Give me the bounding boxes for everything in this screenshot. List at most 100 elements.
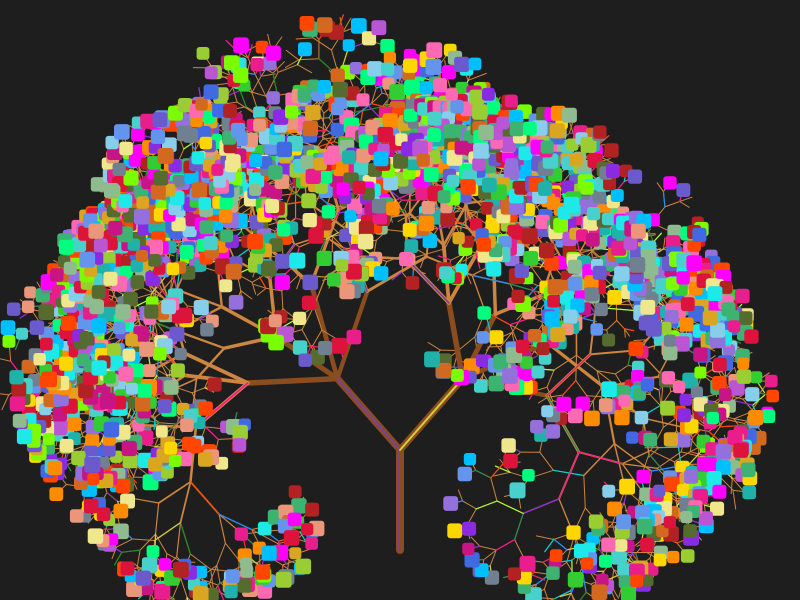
branch bbox=[277, 64, 298, 73]
branch bbox=[624, 328, 626, 338]
branch bbox=[546, 369, 555, 388]
branch bbox=[189, 553, 212, 570]
branch bbox=[462, 211, 478, 224]
branch bbox=[136, 549, 141, 569]
branch bbox=[179, 480, 192, 524]
branch bbox=[205, 426, 224, 430]
branch bbox=[191, 387, 206, 394]
branch bbox=[575, 379, 588, 397]
branch bbox=[679, 201, 690, 208]
branch bbox=[131, 538, 156, 541]
branch bbox=[166, 597, 174, 600]
branch bbox=[296, 277, 301, 290]
branch bbox=[606, 320, 618, 331]
branch bbox=[370, 87, 377, 105]
branch bbox=[139, 533, 156, 551]
branch bbox=[301, 329, 312, 347]
branch bbox=[251, 274, 265, 283]
branch bbox=[0, 358, 12, 362]
branch bbox=[245, 375, 341, 386]
branch bbox=[182, 351, 250, 385]
branch bbox=[545, 341, 606, 389]
branch bbox=[624, 328, 630, 337]
branch bbox=[218, 513, 226, 544]
branch bbox=[116, 538, 133, 548]
branch bbox=[427, 342, 441, 351]
branch bbox=[679, 196, 693, 202]
branch bbox=[444, 225, 457, 250]
branch bbox=[616, 320, 625, 330]
branch bbox=[312, 329, 323, 346]
branch bbox=[216, 564, 221, 583]
branch bbox=[256, 287, 267, 296]
branch bbox=[592, 400, 595, 411]
branch bbox=[628, 299, 634, 309]
branch bbox=[656, 182, 664, 193]
branch bbox=[136, 466, 149, 476]
branch bbox=[596, 370, 616, 375]
branch bbox=[568, 122, 574, 134]
branch bbox=[157, 358, 170, 372]
branch bbox=[538, 396, 548, 404]
branch bbox=[620, 299, 630, 304]
branch bbox=[509, 324, 519, 345]
branch bbox=[182, 332, 226, 350]
branch bbox=[601, 157, 614, 164]
branch bbox=[209, 564, 218, 584]
branch bbox=[633, 339, 647, 341]
branch bbox=[159, 422, 177, 425]
branch bbox=[224, 542, 240, 562]
branch bbox=[312, 37, 332, 51]
branch bbox=[210, 568, 214, 589]
branch bbox=[216, 542, 226, 566]
branch bbox=[614, 365, 629, 375]
branch bbox=[281, 290, 284, 310]
branch bbox=[154, 502, 160, 535]
branch bbox=[529, 264, 543, 282]
branch bbox=[553, 354, 578, 371]
branch bbox=[591, 249, 603, 260]
branch bbox=[370, 92, 383, 105]
branch bbox=[547, 394, 564, 398]
branch bbox=[251, 281, 257, 295]
branch bbox=[285, 49, 300, 61]
branch bbox=[265, 287, 283, 292]
branch bbox=[322, 135, 348, 140]
branch bbox=[365, 255, 429, 293]
branch bbox=[500, 332, 513, 347]
branch bbox=[322, 112, 325, 140]
branch bbox=[575, 354, 598, 372]
branch bbox=[295, 37, 314, 40]
branch bbox=[309, 208, 341, 286]
branch bbox=[462, 253, 477, 262]
branch bbox=[0, 393, 10, 396]
branch bbox=[155, 533, 168, 555]
branch bbox=[195, 347, 226, 380]
branch bbox=[254, 73, 267, 97]
branch bbox=[175, 288, 223, 308]
branch bbox=[373, 239, 377, 253]
branch bbox=[321, 119, 333, 137]
branch bbox=[297, 64, 313, 74]
branch bbox=[251, 75, 262, 94]
branch bbox=[285, 59, 300, 68]
branch bbox=[195, 576, 218, 586]
branch bbox=[511, 312, 525, 333]
branch bbox=[301, 305, 315, 331]
branch bbox=[185, 596, 188, 600]
branch bbox=[446, 300, 466, 382]
branch bbox=[1, 394, 10, 411]
branch bbox=[157, 480, 192, 504]
branch bbox=[240, 290, 253, 300]
branch bbox=[457, 336, 476, 351]
branch bbox=[586, 395, 602, 398]
branch bbox=[592, 388, 602, 402]
branch bbox=[217, 438, 233, 440]
branch bbox=[282, 308, 294, 317]
branch bbox=[251, 529, 279, 545]
branch bbox=[272, 61, 285, 74]
branch bbox=[404, 191, 413, 210]
branch bbox=[186, 596, 191, 600]
